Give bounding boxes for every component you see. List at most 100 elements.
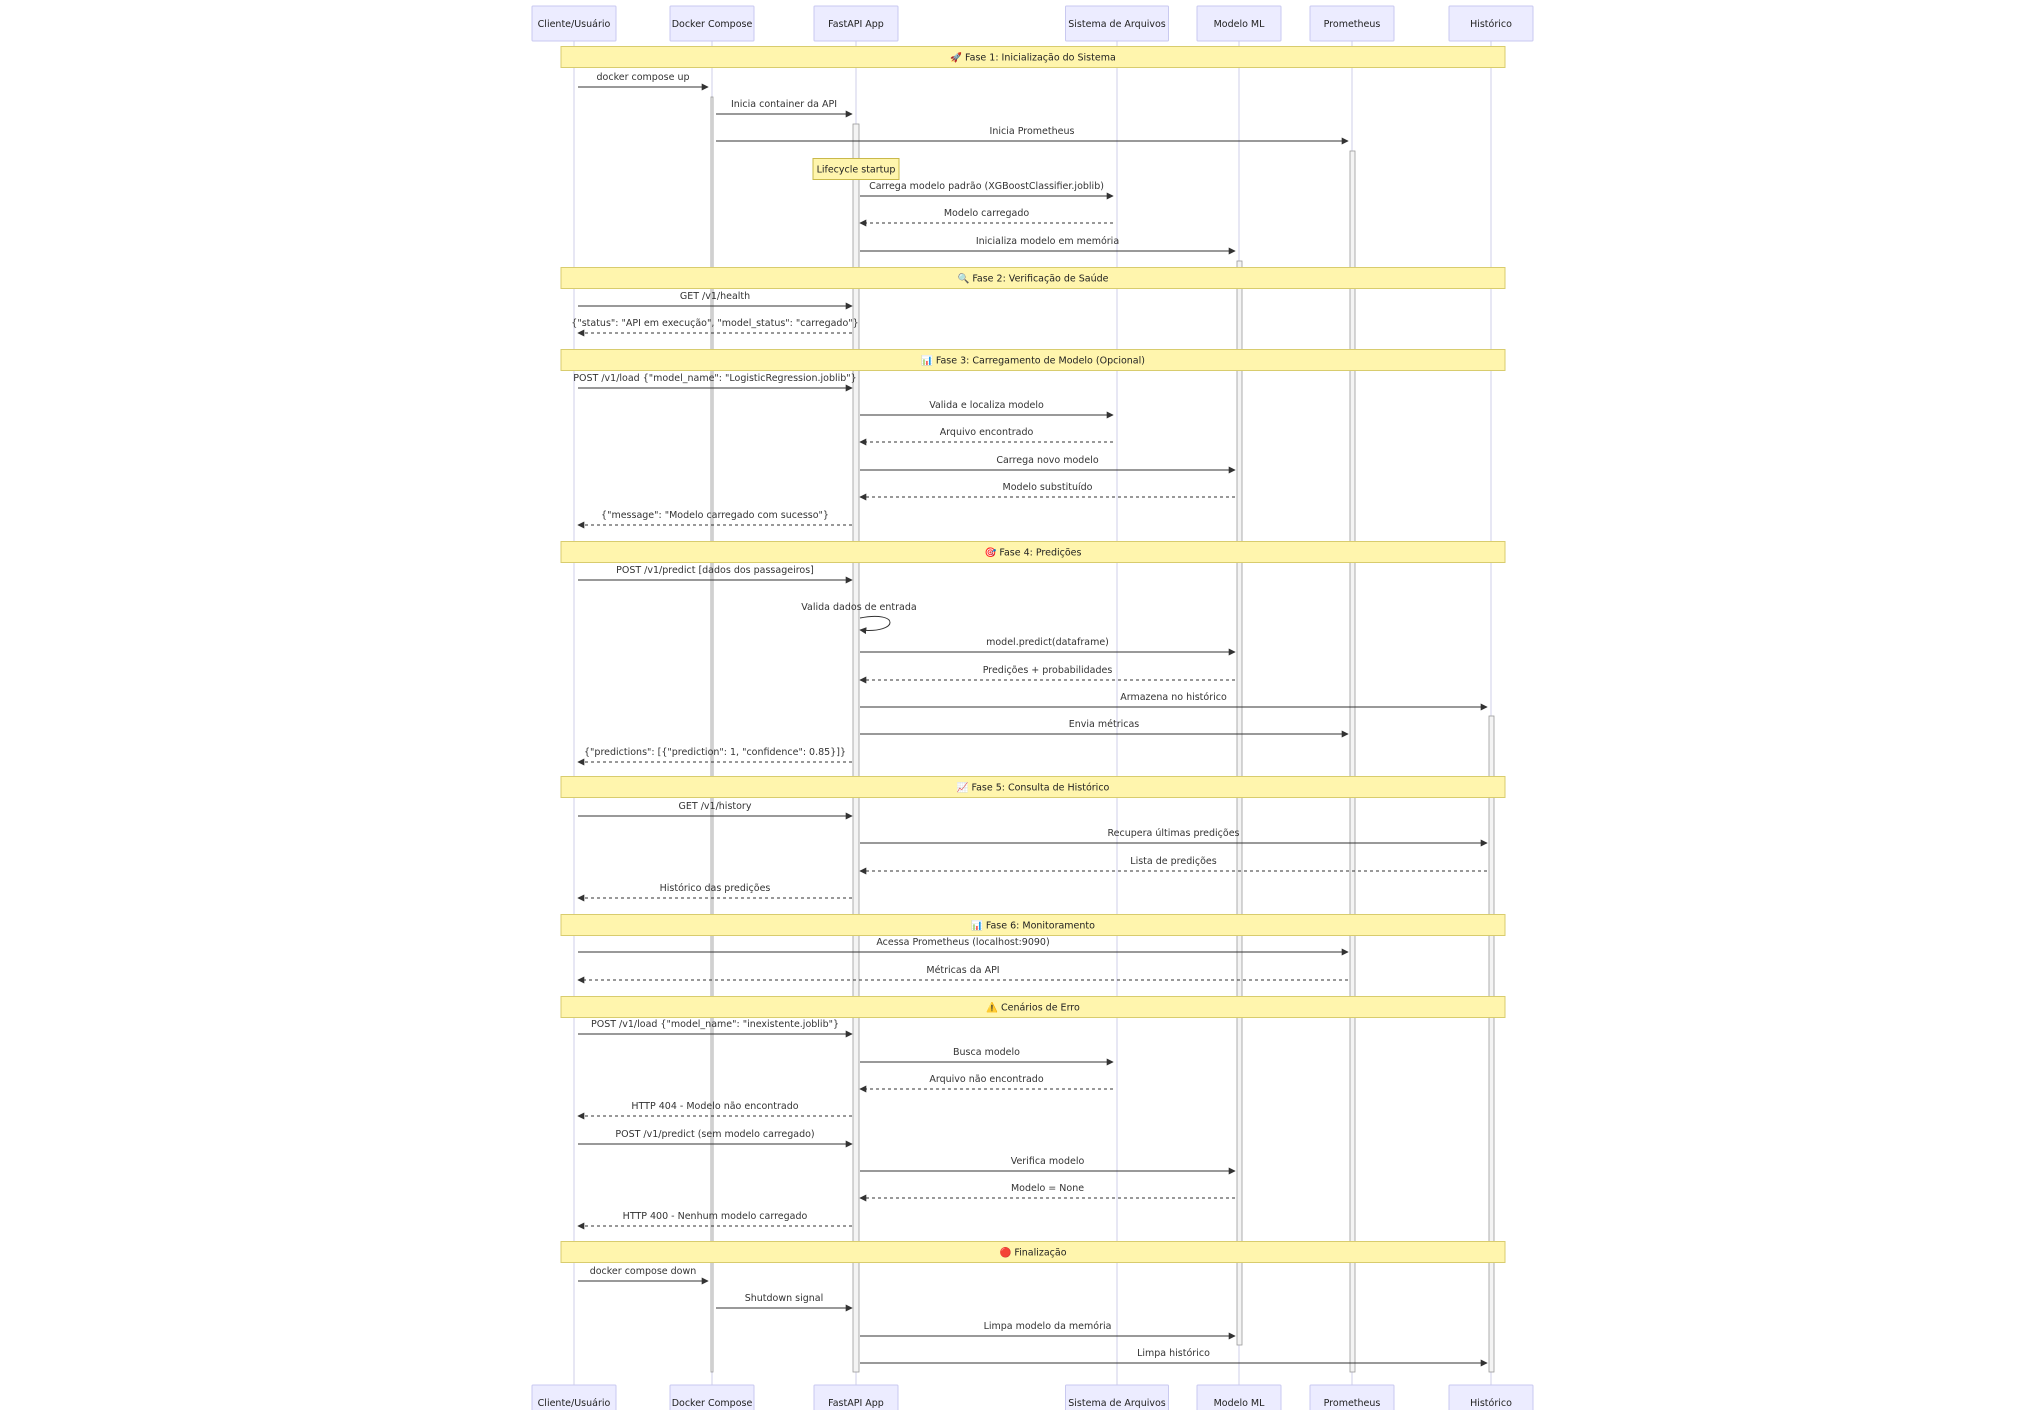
request-message: Inicializa modelo em memória xyxy=(860,236,1236,255)
phase-banner: 📊 Fase 3: Carregamento de Modelo (Opcion… xyxy=(560,349,1506,371)
participant-label: Modelo ML xyxy=(1214,1398,1266,1409)
message-label: Arquivo encontrado xyxy=(940,427,1034,438)
reply-message: Modelo carregado xyxy=(859,208,1113,227)
message-label: POST /v1/load {"model_name": "inexistent… xyxy=(591,1019,839,1030)
participant-label: Histórico xyxy=(1470,1398,1512,1409)
participant-label: Histórico xyxy=(1470,19,1512,30)
reply-message: Métricas da API xyxy=(577,965,1348,984)
message-label: Inicia Prometheus xyxy=(990,126,1075,137)
participant-label: Prometheus xyxy=(1324,19,1381,30)
request-message: Verifica modelo xyxy=(860,1156,1236,1175)
participant-box-modelo-bottom: Modelo ML xyxy=(1196,1384,1282,1415)
message-label: Verifica modelo xyxy=(1011,1156,1085,1167)
activation-bar-modelo xyxy=(1236,260,1243,1346)
phase-label: ⚠️ Cenários de Erro xyxy=(986,1002,1080,1014)
message-label: Envia métricas xyxy=(1069,719,1140,730)
note-label: Lifecycle startup xyxy=(817,165,896,176)
request-message: Inicia container da API xyxy=(716,99,853,118)
message-label: GET /v1/history xyxy=(679,801,752,812)
participant-box-fastapi-bottom: FastAPI App xyxy=(813,1384,899,1415)
activation-bar-fastapi xyxy=(852,123,860,1373)
participant-label: Sistema de Arquivos xyxy=(1068,19,1166,30)
reply-message: Histórico das predições xyxy=(577,883,852,902)
request-message: Carrega modelo padrão (XGBoostClassifier… xyxy=(860,181,1114,200)
message-label: Modelo carregado xyxy=(944,208,1030,219)
phase-label: 🚀 Fase 1: Inicialização do Sistema xyxy=(950,52,1116,64)
request-message: Armazena no histórico xyxy=(860,692,1488,711)
message-label: Predições + probabilidades xyxy=(983,665,1113,676)
participant-label: Sistema de Arquivos xyxy=(1068,1398,1166,1409)
participant-box-hist-bottom: Histórico xyxy=(1448,1384,1534,1415)
participant-label: Cliente/Usuário xyxy=(538,1398,611,1409)
request-message: Valida e localiza modelo xyxy=(860,400,1114,419)
message-label: Carrega novo modelo xyxy=(996,455,1098,466)
participant-box-fs-bottom: Sistema de Arquivos xyxy=(1065,1384,1169,1415)
message-label: Shutdown signal xyxy=(745,1293,824,1304)
phase-banner: 📊 Fase 6: Monitoramento xyxy=(560,914,1506,936)
reply-message: HTTP 404 - Modelo não encontrado xyxy=(577,1101,852,1120)
message-label: Busca modelo xyxy=(953,1047,1020,1058)
participant-box-cliente-bottom: Cliente/Usuário xyxy=(531,1384,617,1415)
participant-box-modelo-top: Modelo ML xyxy=(1196,5,1282,42)
message-label: Métricas da API xyxy=(926,965,999,976)
message-label: Carrega modelo padrão (XGBoostClassifier… xyxy=(869,181,1104,192)
phase-banner: 🎯 Fase 4: Predições xyxy=(560,541,1506,563)
message-label: {"status": "API em execução", "model_sta… xyxy=(571,318,858,329)
request-message: docker compose up xyxy=(578,72,709,91)
phase-label: 🔍 Fase 2: Verificação de Saúde xyxy=(957,272,1108,285)
phase-label: 📊 Fase 3: Carregamento de Modelo (Opcion… xyxy=(921,355,1145,367)
activation-bar-prom xyxy=(1349,150,1356,1373)
request-message: docker compose down xyxy=(578,1266,709,1285)
message-label: POST /v1/predict [dados dos passageiros] xyxy=(616,565,814,576)
reply-message: Arquivo não encontrado xyxy=(859,1074,1113,1093)
reply-message: Modelo = None xyxy=(859,1183,1235,1202)
request-message: POST /v1/load {"model_name": "inexistent… xyxy=(578,1019,853,1038)
phase-banner: ⚠️ Cenários de Erro xyxy=(560,996,1506,1018)
message-label: Recupera últimas predições xyxy=(1107,828,1239,839)
message-label: Inicializa modelo em memória xyxy=(976,236,1119,247)
self-message-arrow xyxy=(859,615,891,635)
participant-box-docker-bottom: Docker Compose xyxy=(669,1384,755,1415)
phase-banner: 🚀 Fase 1: Inicialização do Sistema xyxy=(560,46,1506,68)
message-label: {"message": "Modelo carregado com sucess… xyxy=(601,510,829,521)
request-message: POST /v1/load {"model_name": "LogisticRe… xyxy=(573,373,857,392)
request-message: POST /v1/predict (sem modelo carregado) xyxy=(578,1129,853,1148)
participant-label: FastAPI App xyxy=(828,1398,884,1409)
request-message: model.predict(dataframe) xyxy=(860,637,1236,656)
message-label: Armazena no histórico xyxy=(1120,692,1227,703)
message-label: Modelo = None xyxy=(1011,1183,1084,1194)
phase-label: 📊 Fase 6: Monitoramento xyxy=(971,920,1095,932)
request-message: GET /v1/history xyxy=(578,801,853,820)
message-label: model.predict(dataframe) xyxy=(986,637,1109,648)
message-label: POST /v1/load {"model_name": "LogisticRe… xyxy=(573,373,856,384)
request-message: Carrega novo modelo xyxy=(860,455,1236,474)
participant-box-docker-top: Docker Compose xyxy=(669,5,755,42)
request-message: Limpa histórico xyxy=(860,1348,1488,1367)
reply-message: Predições + probabilidades xyxy=(859,665,1235,684)
message-label: docker compose up xyxy=(597,72,690,83)
phase-label: 🔴 Finalização xyxy=(999,1247,1066,1259)
request-message: Busca modelo xyxy=(860,1047,1114,1066)
participant-box-fastapi-top: FastAPI App xyxy=(813,5,899,42)
participant-label: FastAPI App xyxy=(828,19,884,30)
message-label: {"predictions": [{"prediction": 1, "conf… xyxy=(584,747,846,758)
reply-message: Arquivo encontrado xyxy=(859,427,1113,446)
phase-banner: 🔴 Finalização xyxy=(560,1241,1506,1263)
message-label: Limpa modelo da memória xyxy=(984,1321,1112,1332)
message-label: POST /v1/predict (sem modelo carregado) xyxy=(615,1129,814,1140)
phase-banner: 📈 Fase 5: Consulta de Histórico xyxy=(560,776,1506,798)
participant-box-prom-top: Prometheus xyxy=(1309,5,1395,42)
reply-message: Modelo substituído xyxy=(859,482,1235,501)
message-label: Valida dados de entrada xyxy=(801,602,916,613)
request-message: Acessa Prometheus (localhost:9090) xyxy=(578,937,1349,956)
phase-label: 🎯 Fase 4: Predições xyxy=(985,547,1082,559)
reply-message: {"message": "Modelo carregado com sucess… xyxy=(577,510,852,529)
participant-label: Modelo ML xyxy=(1214,19,1266,30)
message-label: Lista de predições xyxy=(1130,856,1216,867)
message-label: HTTP 400 - Nenhum modelo carregado xyxy=(623,1211,808,1222)
self-message: Valida dados de entrada xyxy=(801,602,917,635)
request-message: Shutdown signal xyxy=(716,1293,853,1312)
request-message: Envia métricas xyxy=(860,719,1349,738)
message-label: GET /v1/health xyxy=(680,291,750,302)
